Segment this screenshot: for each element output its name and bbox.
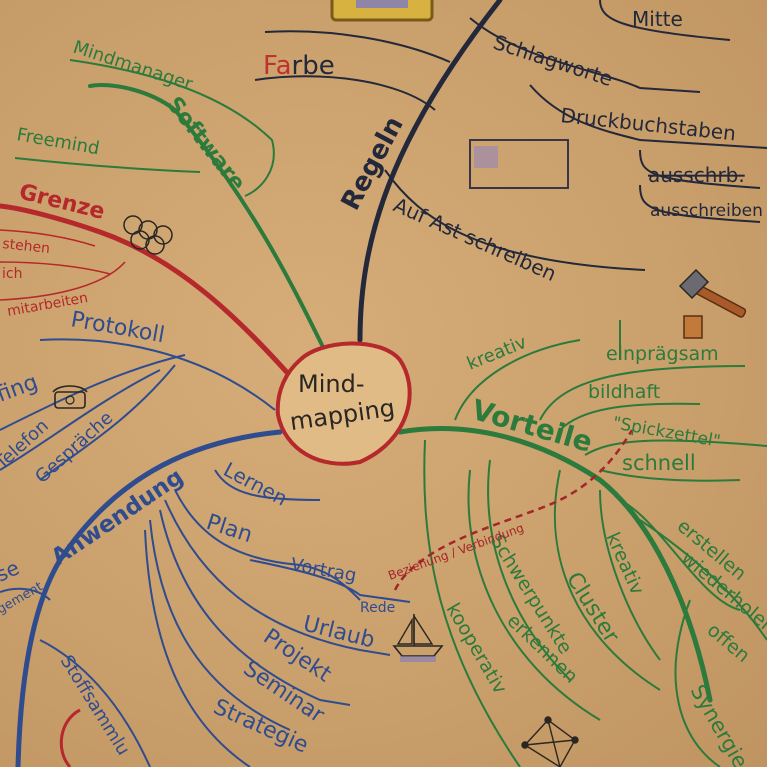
vorteile-child-kreativ: kreativ xyxy=(601,529,648,598)
anwendung-child-rede: Rede xyxy=(360,600,395,616)
anwendung-child-vortrag: Vortrag xyxy=(289,554,358,586)
hammer-icon xyxy=(678,268,747,339)
frame-doodle xyxy=(330,0,434,22)
software-child-freemind: Freemind xyxy=(15,124,101,159)
protokoll-child-fing: fing xyxy=(0,370,41,408)
anwendung-child-plan: Plan xyxy=(203,510,255,548)
vorteile-child-einpraegsam: einprägsam xyxy=(606,343,719,365)
regeln-child-mitte: Mitte xyxy=(632,7,683,31)
protokoll-child-gesprache: Gespräche xyxy=(31,407,117,487)
sailboat-icon xyxy=(392,613,444,662)
anwendung-child-stoffsammlung: Stoffsammlu xyxy=(56,652,134,760)
farbe-label-part2: rbe xyxy=(292,51,335,81)
anwendung-child-urlaub: Urlaub xyxy=(301,612,378,654)
regeln-child-ausschrb: ausschrb. xyxy=(648,163,745,187)
center-label-line1: Mind- xyxy=(298,370,364,398)
regeln-child-druckbuchstaben: Druckbuchstaben xyxy=(559,103,737,145)
grenze-child-stehen: stehen xyxy=(2,236,51,257)
anwendung-label: Anwendung xyxy=(47,464,188,571)
anwendung-child-lernen: Lernen xyxy=(220,457,292,510)
branch-anwendung xyxy=(0,429,444,767)
vorteile-child-schnell: schnell xyxy=(622,451,696,475)
vorteile-child-kooperativ: kooperativ xyxy=(442,600,511,698)
regeln-child-ausschreiben: ausschreiben xyxy=(650,201,763,221)
branch-software xyxy=(14,59,324,347)
regeln-child-schlagworte: Schlagworte xyxy=(490,30,615,91)
vorteile-label: Vorteile xyxy=(468,393,596,459)
vorteile-child-offen: offen xyxy=(703,619,754,667)
branch-farbe xyxy=(254,30,451,111)
vorteile-child-bildhaft: bildhaft xyxy=(588,381,660,403)
network-icon xyxy=(521,716,579,767)
farbe-label-part1: Fa xyxy=(263,51,292,81)
branch-grenze xyxy=(0,203,295,381)
grenze-child-ich: ich xyxy=(2,266,22,282)
vorteile-child-kreativ-top: kreativ xyxy=(464,332,530,375)
branch-regeln xyxy=(357,0,767,343)
branch-vorteile xyxy=(397,268,767,767)
central-node xyxy=(275,341,412,466)
relation-dashed-line xyxy=(393,429,634,591)
anwendung-child-se: se xyxy=(0,555,23,586)
vorteile-child-synergie: Synergie xyxy=(686,681,753,767)
phone-icon xyxy=(52,385,88,409)
vorteile-child-spickzettel: "Spickzettel" xyxy=(611,413,722,452)
protokoll-label: Protokoll xyxy=(69,307,167,348)
regeln-child-auf-ast: Auf Ast schreiben xyxy=(390,193,560,286)
farbe-label: Farbe xyxy=(263,51,335,81)
software-label: Software xyxy=(161,92,250,196)
branch-protokoll xyxy=(0,338,276,481)
